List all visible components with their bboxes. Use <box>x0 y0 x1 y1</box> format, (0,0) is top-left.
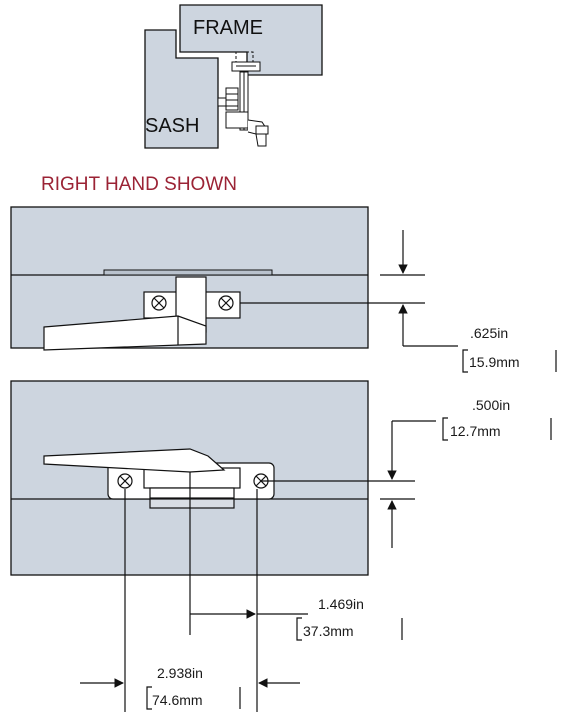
sash-profile <box>144 29 219 149</box>
section-view: FRAME SASH <box>144 4 323 149</box>
lock-section-detail <box>217 51 269 147</box>
right-hand-shown-caption: RIGHT HAND SHOWN <box>41 174 237 195</box>
side-dimension <box>240 230 557 373</box>
side-dim-mm: 15.9mm <box>469 354 520 370</box>
side-lock-body <box>43 276 241 351</box>
keeper-strip <box>103 269 273 276</box>
bottom-dimensions <box>80 417 552 712</box>
side-view: .625in 15.9mm <box>10 206 557 373</box>
bottom-dim-inch: .500in <box>472 397 510 413</box>
half-spacing-mm: 37.3mm <box>303 623 354 639</box>
bottom-view: .500in 12.7mm 1.469in 37.3mm 2.938in 74.… <box>10 380 552 712</box>
bottom-dim-mm: 12.7mm <box>450 423 501 439</box>
hole-spacing-mm: 74.6mm <box>152 692 203 708</box>
hole-spacing-inch: 2.938in <box>157 665 203 681</box>
sash-label: SASH <box>145 115 199 137</box>
bottom-lock-body <box>43 448 275 509</box>
frame-label: FRAME <box>193 17 263 39</box>
half-spacing-inch: 1.469in <box>318 596 364 612</box>
side-dim-inch: .625in <box>470 325 508 341</box>
